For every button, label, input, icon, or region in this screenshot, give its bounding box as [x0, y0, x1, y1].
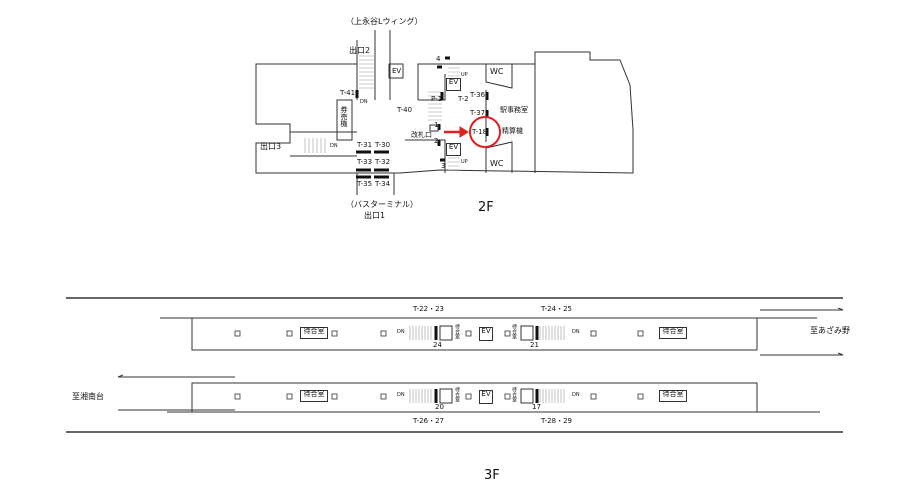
ev-box: EV: [446, 78, 461, 91]
point-t18: T-18: [472, 128, 488, 136]
exit2-label: 出口2: [349, 46, 371, 55]
dn-label: DN: [572, 329, 580, 335]
dn-label: DN: [330, 143, 338, 149]
point-p1: P-1: [431, 95, 443, 103]
point-4: 4: [436, 55, 441, 63]
waiting-room-small: 待合室: [454, 387, 460, 402]
to-azamino-label: 至あざみ野: [810, 326, 850, 335]
point-t41: T-41: [340, 89, 356, 97]
point-t28-29: T-28・29: [541, 417, 572, 425]
to-shonandai-label: 至湘南台: [72, 392, 104, 401]
floor-2f-label: 2F: [478, 200, 494, 215]
point-21: 21: [530, 341, 539, 349]
point-17: 17: [532, 403, 541, 411]
waiting-room-small: 待合室: [454, 324, 460, 339]
ev-label: EV: [392, 67, 402, 75]
dn-label: DN: [360, 99, 368, 105]
exit3-label: 出口3: [260, 142, 282, 151]
point-t30: T-30: [375, 141, 391, 149]
wc-bottom-label: WC: [490, 159, 504, 168]
floor-3f-label: 3F: [484, 468, 500, 483]
fare-adjust-label: 精算機: [502, 127, 523, 135]
point-t34: T-34: [375, 180, 391, 188]
ev-box: EV: [446, 143, 461, 156]
point-t40: T-40: [397, 106, 413, 114]
exit1-label: 出口1: [364, 211, 386, 220]
dn-label: DN: [397, 329, 405, 335]
point-t22-23: T-22・23: [413, 305, 444, 313]
waiting-room: 待合室: [300, 327, 328, 339]
waiting-room: 待合室: [659, 327, 687, 339]
point-t2: T-2: [458, 95, 469, 103]
point-20: 20: [435, 403, 444, 411]
waiting-room: 待合室: [659, 390, 687, 402]
wing-label: （上永谷Lウィング）: [346, 17, 423, 26]
point-t31: T-31: [357, 141, 373, 149]
up-label: UP: [461, 159, 468, 165]
ticket-machine-label: 券売機: [340, 106, 348, 127]
dn-label: DN: [397, 392, 405, 398]
point-1: 1: [434, 121, 439, 129]
point-t24-25: T-24・25: [541, 305, 572, 313]
point-3: 3: [441, 162, 446, 170]
up-label: UP: [461, 72, 468, 78]
dn-label: DN: [572, 392, 580, 398]
station-office-label: 駅事務室: [500, 106, 528, 114]
waiting-room-small: 待合室: [511, 324, 517, 339]
point-t32: T-32: [375, 158, 391, 166]
ticket-gate-label: 改札口: [411, 131, 432, 139]
bus-terminal-label: （バスターミナル）: [346, 200, 418, 209]
ev-box: EV: [479, 390, 493, 404]
point-t33: T-33: [357, 158, 373, 166]
waiting-room-small: 待合室: [511, 387, 517, 402]
point-t36: T-36: [470, 91, 486, 99]
point-t35: T-35: [357, 180, 373, 188]
point-24: 24: [433, 341, 442, 349]
ev-box: EV: [479, 327, 493, 341]
point-2: 2: [434, 137, 439, 145]
point-t26-27: T-26・27: [413, 417, 444, 425]
wc-top-label: WC: [490, 67, 504, 76]
waiting-room: 待合室: [300, 390, 328, 402]
point-t37: T-37: [470, 109, 486, 117]
